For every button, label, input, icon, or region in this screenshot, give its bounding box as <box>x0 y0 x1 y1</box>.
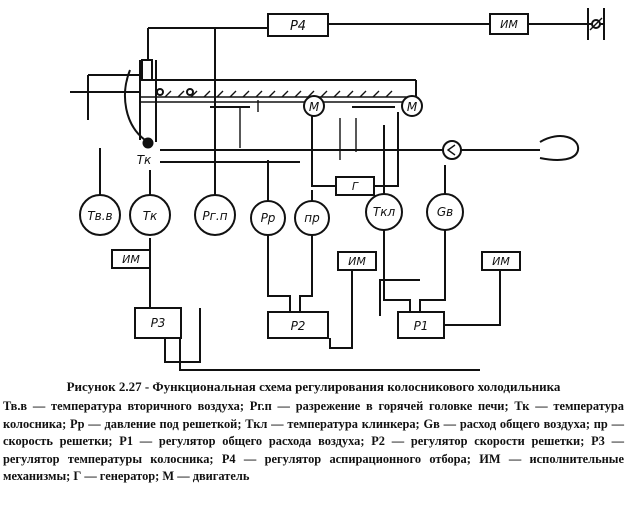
sensor-tk-label: Тк <box>143 209 158 223</box>
regulator-p3: Р3 <box>134 307 182 339</box>
motor-right: М <box>401 95 423 117</box>
damper-icon <box>587 8 605 40</box>
sensor-np: пр <box>294 200 330 236</box>
actuator-left-label: ИМ <box>122 253 140 266</box>
actuator-right: ИМ <box>481 251 521 271</box>
fan-icon <box>442 135 580 161</box>
sensor-tk: Тк <box>129 194 171 236</box>
motor-left-label: М <box>309 100 320 114</box>
motor-left: М <box>303 95 325 117</box>
regulator-p4-label: Р4 <box>290 19 306 34</box>
sensor-rp-label: Рр <box>261 211 276 225</box>
regulator-p1: Р1 <box>397 311 445 339</box>
figure-caption: Рисунок 2.27 - Функциональная схема регу… <box>66 379 561 394</box>
actuator-top: ИМ <box>489 13 529 35</box>
sensor-rp: Рр <box>250 200 286 236</box>
regulator-p4: Р4 <box>267 13 329 37</box>
regulator-p2-label: Р2 <box>291 319 306 333</box>
regulator-p3-label: Р3 <box>151 316 166 330</box>
sensor-gv-label: Gв <box>437 205 453 219</box>
regulator-p1-label: Р1 <box>414 319 429 333</box>
sensor-tkl-label: Ткл <box>373 205 396 219</box>
actuator-middle-label: ИМ <box>348 255 366 268</box>
actuator-top-label: ИМ <box>500 18 518 31</box>
actuator-right-label: ИМ <box>492 255 510 268</box>
sensor-gv: Gв <box>426 193 464 231</box>
sensor-rgp: Рг.п <box>194 194 236 236</box>
kiln-head <box>124 59 194 149</box>
actuator-middle: ИМ <box>337 251 377 271</box>
sensor-tvv-label: Tв.в <box>87 209 112 223</box>
grate-hatch <box>164 90 393 98</box>
sensor-tvv: Tв.в <box>79 194 121 236</box>
regulator-p2: Р2 <box>267 311 329 339</box>
tk-point-label: Тк <box>137 153 152 167</box>
control-scheme-diagram: Р4 ИМ ИМ ИМ ИМ Р3 Р2 Р1 Г М М <box>70 8 605 371</box>
sensor-rgp-label: Рг.п <box>202 209 227 223</box>
motor-right-label: М <box>407 100 418 114</box>
actuator-left: ИМ <box>111 249 151 269</box>
signal-lines <box>70 23 605 371</box>
generator: Г <box>335 176 375 196</box>
generator-label: Г <box>352 180 359 193</box>
figure-legend: Тв.в — температура вторичного воздуха; Р… <box>3 399 624 484</box>
sensor-np-label: пр <box>304 211 320 225</box>
sensor-tkl: Ткл <box>365 193 403 231</box>
